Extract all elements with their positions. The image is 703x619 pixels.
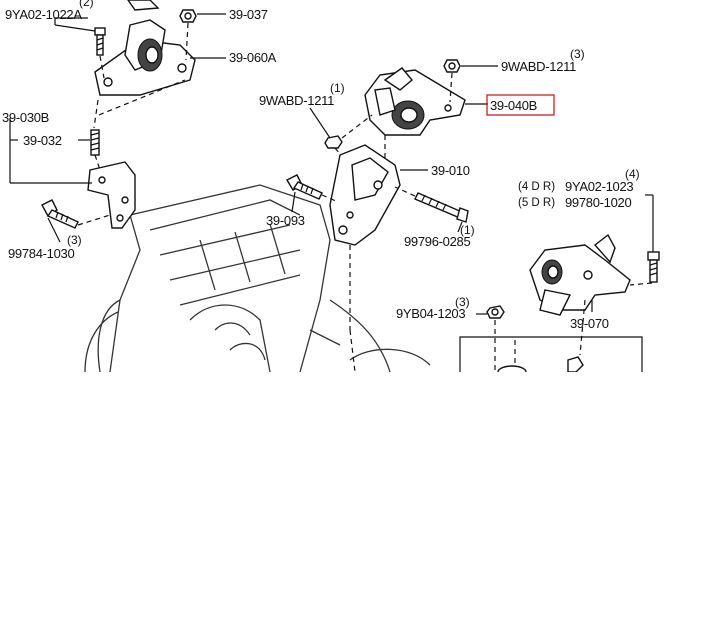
label-99780-1020: 99780-1020 [565,195,631,210]
qty-9ya02-1023: (4) [625,167,640,181]
label-99784-1030: 99784-1030 [8,246,74,261]
label-9wabd-1211-left: 9WABD-1211 [259,93,334,108]
qty-9ya02-1022a: (2) [79,0,94,9]
qty-99784-1030: (3) [67,233,82,247]
lower-detail-box [459,299,643,372]
label-39-040b: 39-040B [490,98,537,113]
engine-mount-parts-diagram: 9YA02-1022A (2) 39-037 39-060A 9WABD-121… [2,0,660,372]
label-39-032: 39-032 [23,133,62,148]
qty-9yb04-1203: (3) [455,295,470,309]
nut-9wabd-1211-right-drawing [443,59,498,103]
label-9yb04-1203: 9YB04-1203 [396,306,465,321]
mount-39-070-drawing [529,233,631,316]
mount-39-060a-drawing [94,0,196,96]
label-39-010: 39-010 [431,163,470,178]
nut-39-037-drawing [179,9,226,61]
mount-39-040b-drawing [364,67,466,136]
bracket-39-010-drawing [329,135,401,372]
bolt-99796-0285-drawing [394,186,469,233]
label-9ya02-1022a: 9YA02-1022A [5,7,82,22]
qty-99796-0285: (1) [460,223,475,237]
bolt-99784-1030-drawing [41,199,111,243]
bolt-9ya02-1022a-drawing [54,17,106,79]
label-39-070: 39-070 [570,316,609,331]
label-9ya02-1023: 9YA02-1023 [565,179,633,194]
engine-block-drawing [84,184,431,372]
bolt-9ya02-1023-drawing [629,194,660,286]
label-39-030b: 39-030B [2,110,49,125]
label-39-037: 39-037 [229,7,268,22]
qty-9wabd-1211-right: (3) [570,47,585,61]
label-9wabd-1211-right: 9WABD-1211 [501,59,576,74]
qty-9wabd-1211-left: (1) [330,81,345,95]
label-variant-5dr: (5 D R) [518,197,555,209]
bracket-39-032-drawing [87,79,186,229]
label-99796-0285: 99796-0285 [404,234,470,249]
nut-9yb04-1203-drawing [476,305,505,372]
highlight-box-39-040b [486,94,555,116]
label-variant-4dr: (4 D R) [518,181,555,193]
label-39-060a: 39-060A [229,50,277,65]
bolt-39-093-drawing [286,174,339,213]
label-39-093: 39-093 [266,213,305,228]
